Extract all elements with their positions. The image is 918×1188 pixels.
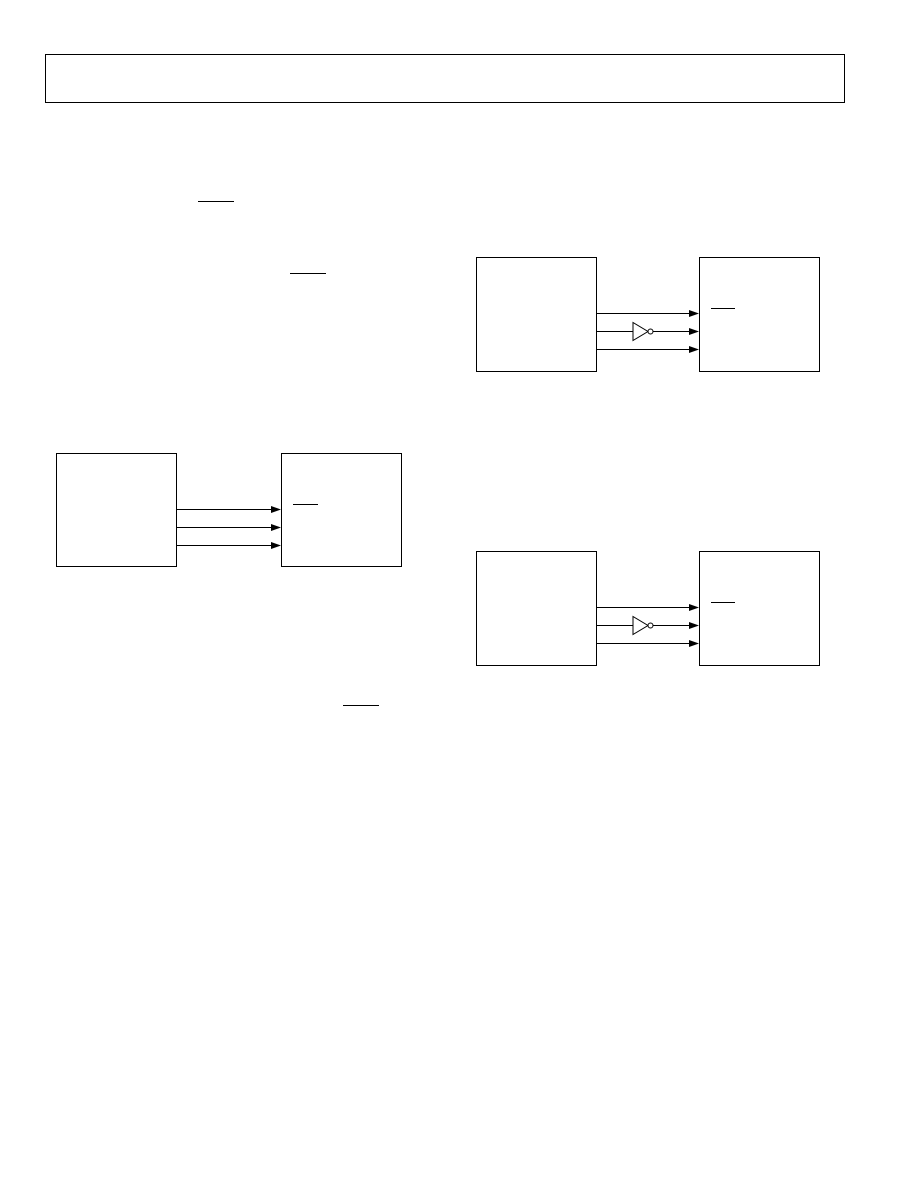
source-block [476,551,597,666]
destination-block [281,453,402,567]
diagram-inverted-top [476,257,820,372]
signal-arrow-3 [271,542,281,549]
signal-arrow-1 [271,506,281,513]
diagram-direct [56,453,402,567]
inverter-buffer [632,615,649,636]
page-header-frame [45,54,845,103]
signal-arrow-1 [689,310,699,317]
signal-arrow-1 [689,604,699,611]
inverter-buffer [632,321,649,342]
signal-arrow-3 [689,640,699,647]
source-block [476,257,597,372]
diagram-inverted-bottom [476,551,820,666]
signal-arrow-3 [689,346,699,353]
source-block [56,453,177,567]
inverter-bubble [647,622,654,629]
signal-arrow-2 [271,524,281,531]
signal-arrow-2 [689,328,699,335]
signal-arrow-2 [689,622,699,629]
destination-block [699,551,820,666]
destination-block [699,257,820,372]
inverter-bubble [647,328,654,335]
